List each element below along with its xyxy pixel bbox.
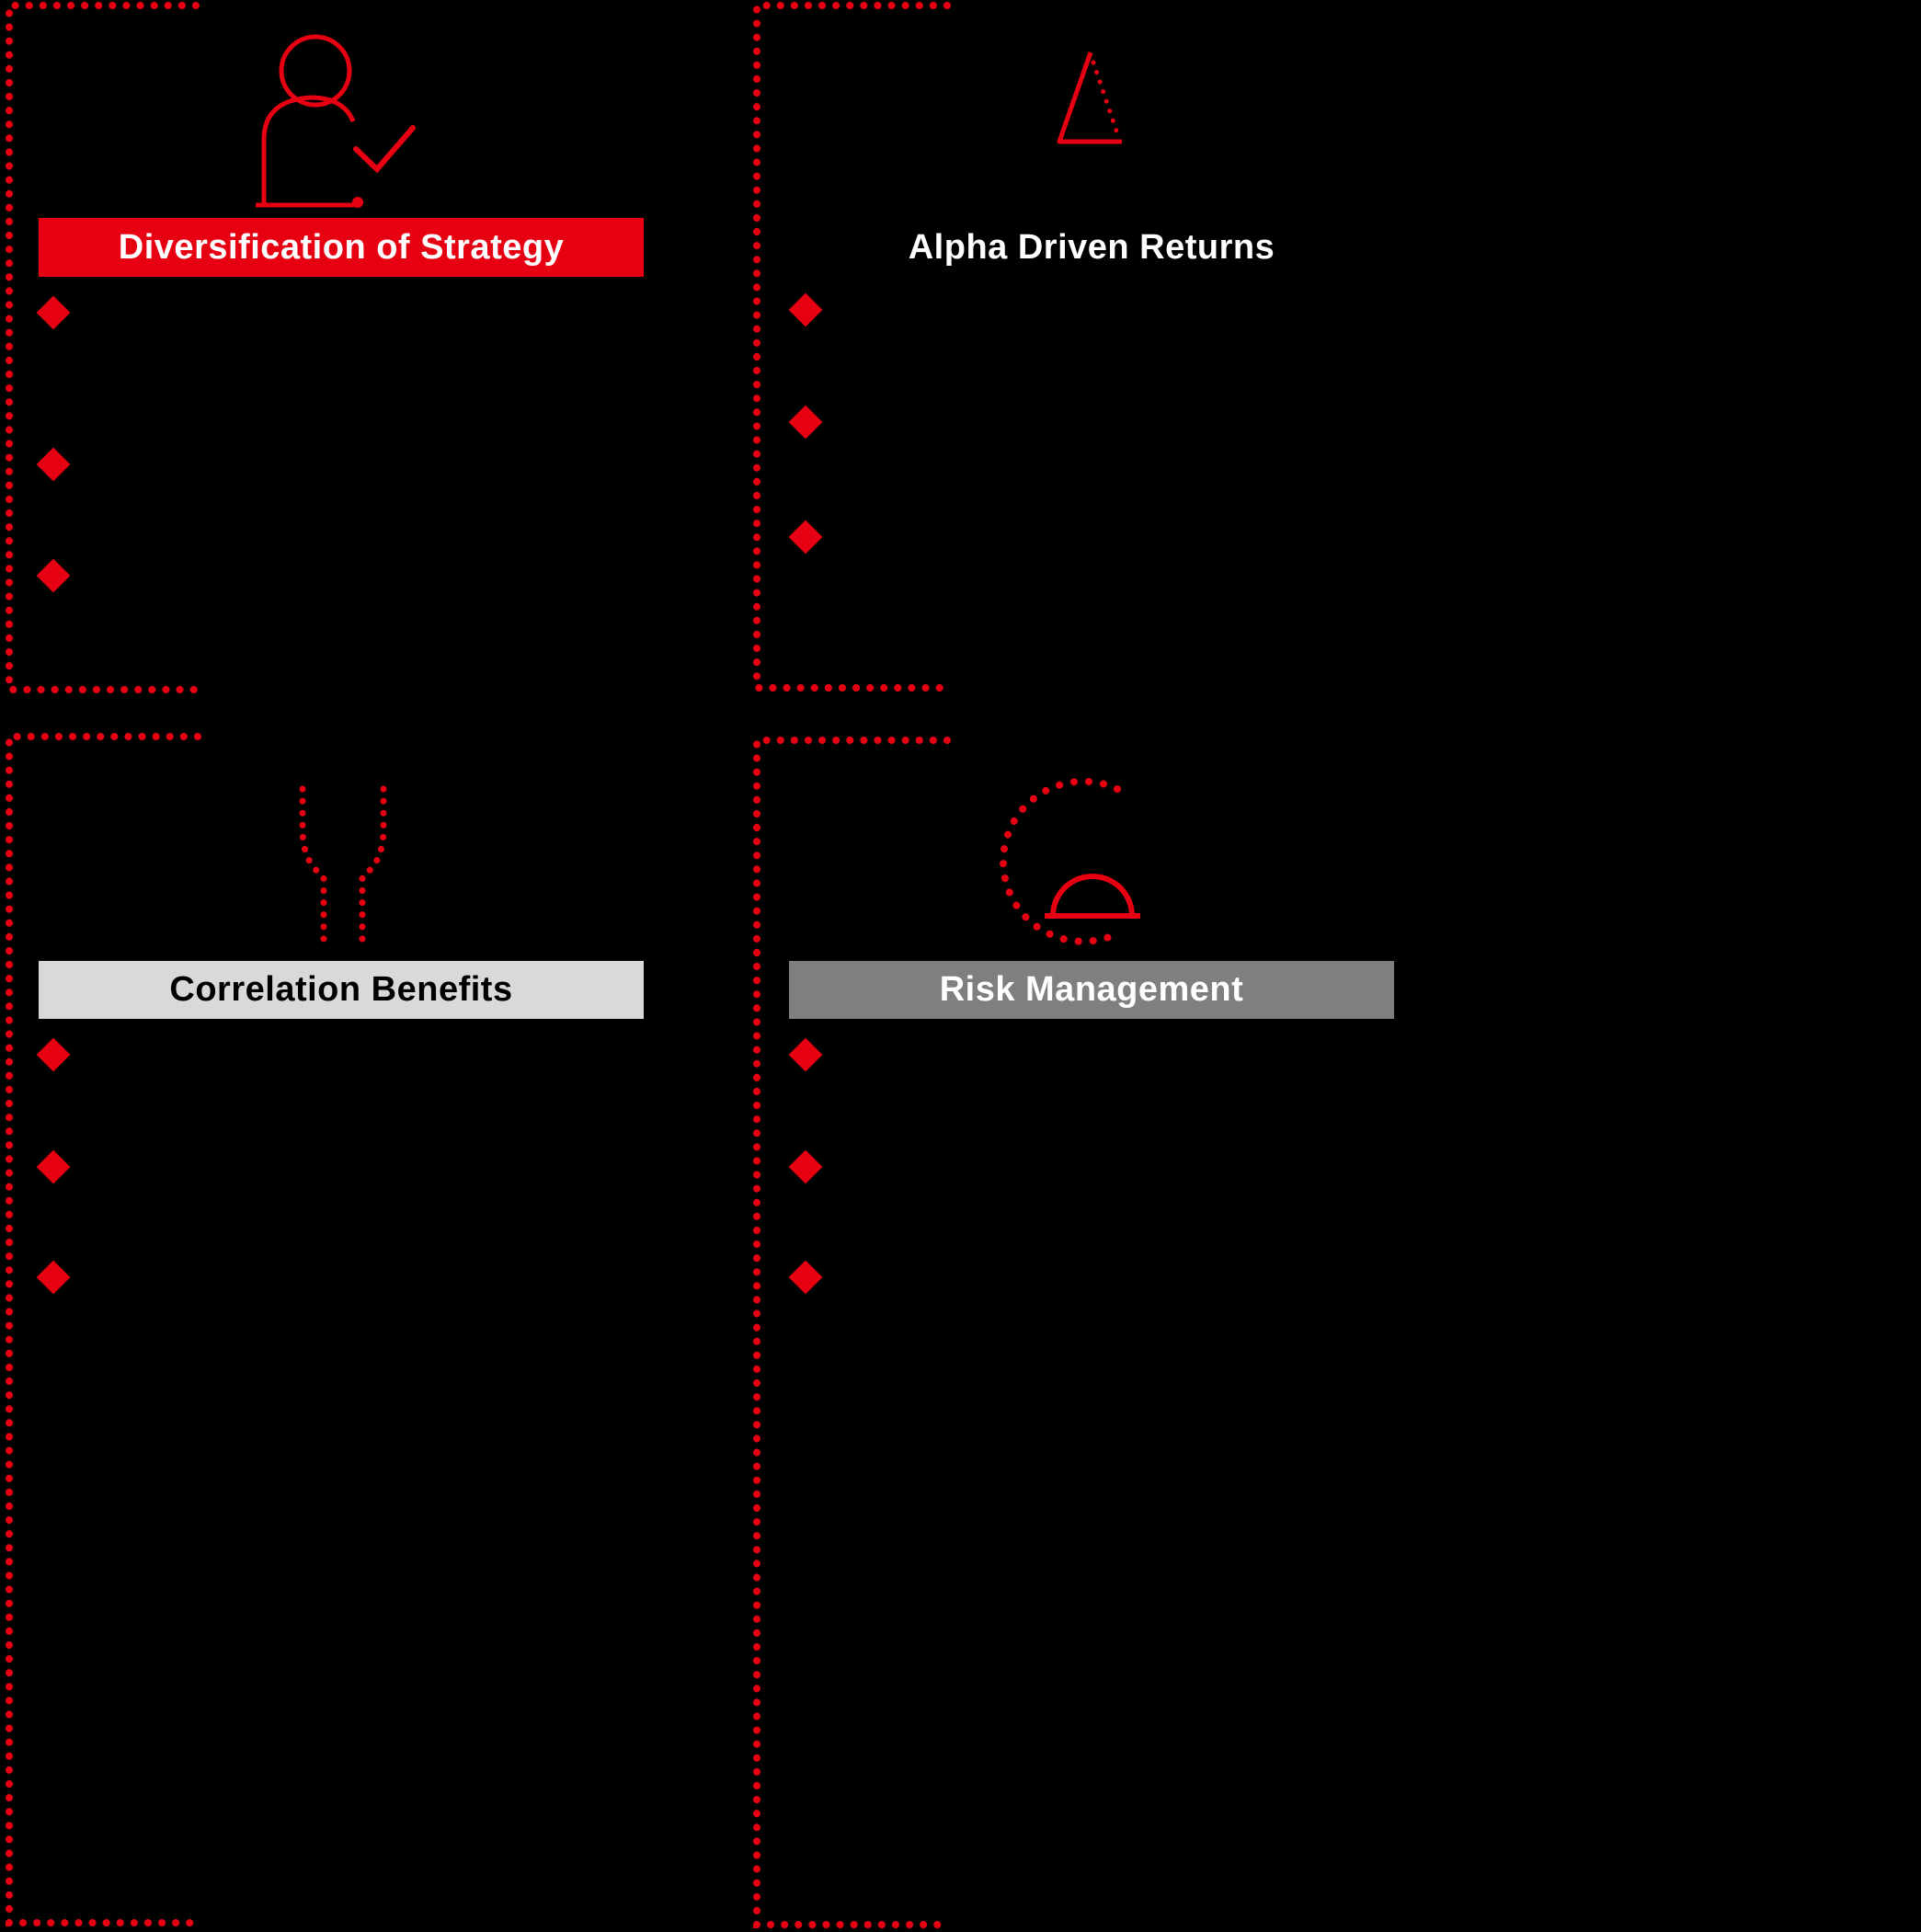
funnel-y-icon (299, 785, 387, 953)
banner-risk-management-label: Risk Management (939, 970, 1244, 1009)
triangle-delta-icon (1057, 51, 1122, 144)
banner-diversification-of-strategy: Diversification of Strategy (39, 218, 644, 277)
quadrant-4-dotted-bracket (753, 737, 951, 1928)
gauge-icon (1000, 777, 1140, 945)
banner-diversification-of-strategy-label: Diversification of Strategy (118, 227, 565, 267)
banner-correlation-benefits: Correlation Benefits (39, 961, 644, 1019)
banner-correlation-benefits-label: Correlation Benefits (169, 970, 513, 1009)
banner-alpha-driven-returns-label: Alpha Driven Returns (908, 227, 1275, 267)
quadrant-3-dotted-bracket (6, 733, 201, 1926)
quadrant-1-dotted-bracket (6, 2, 209, 693)
banner-risk-management: Risk Management (789, 961, 1394, 1019)
quadrant-2-dotted-bracket (753, 2, 953, 692)
person-check-icon (256, 34, 416, 208)
banner-alpha-driven-returns: Alpha Driven Returns (789, 218, 1394, 277)
